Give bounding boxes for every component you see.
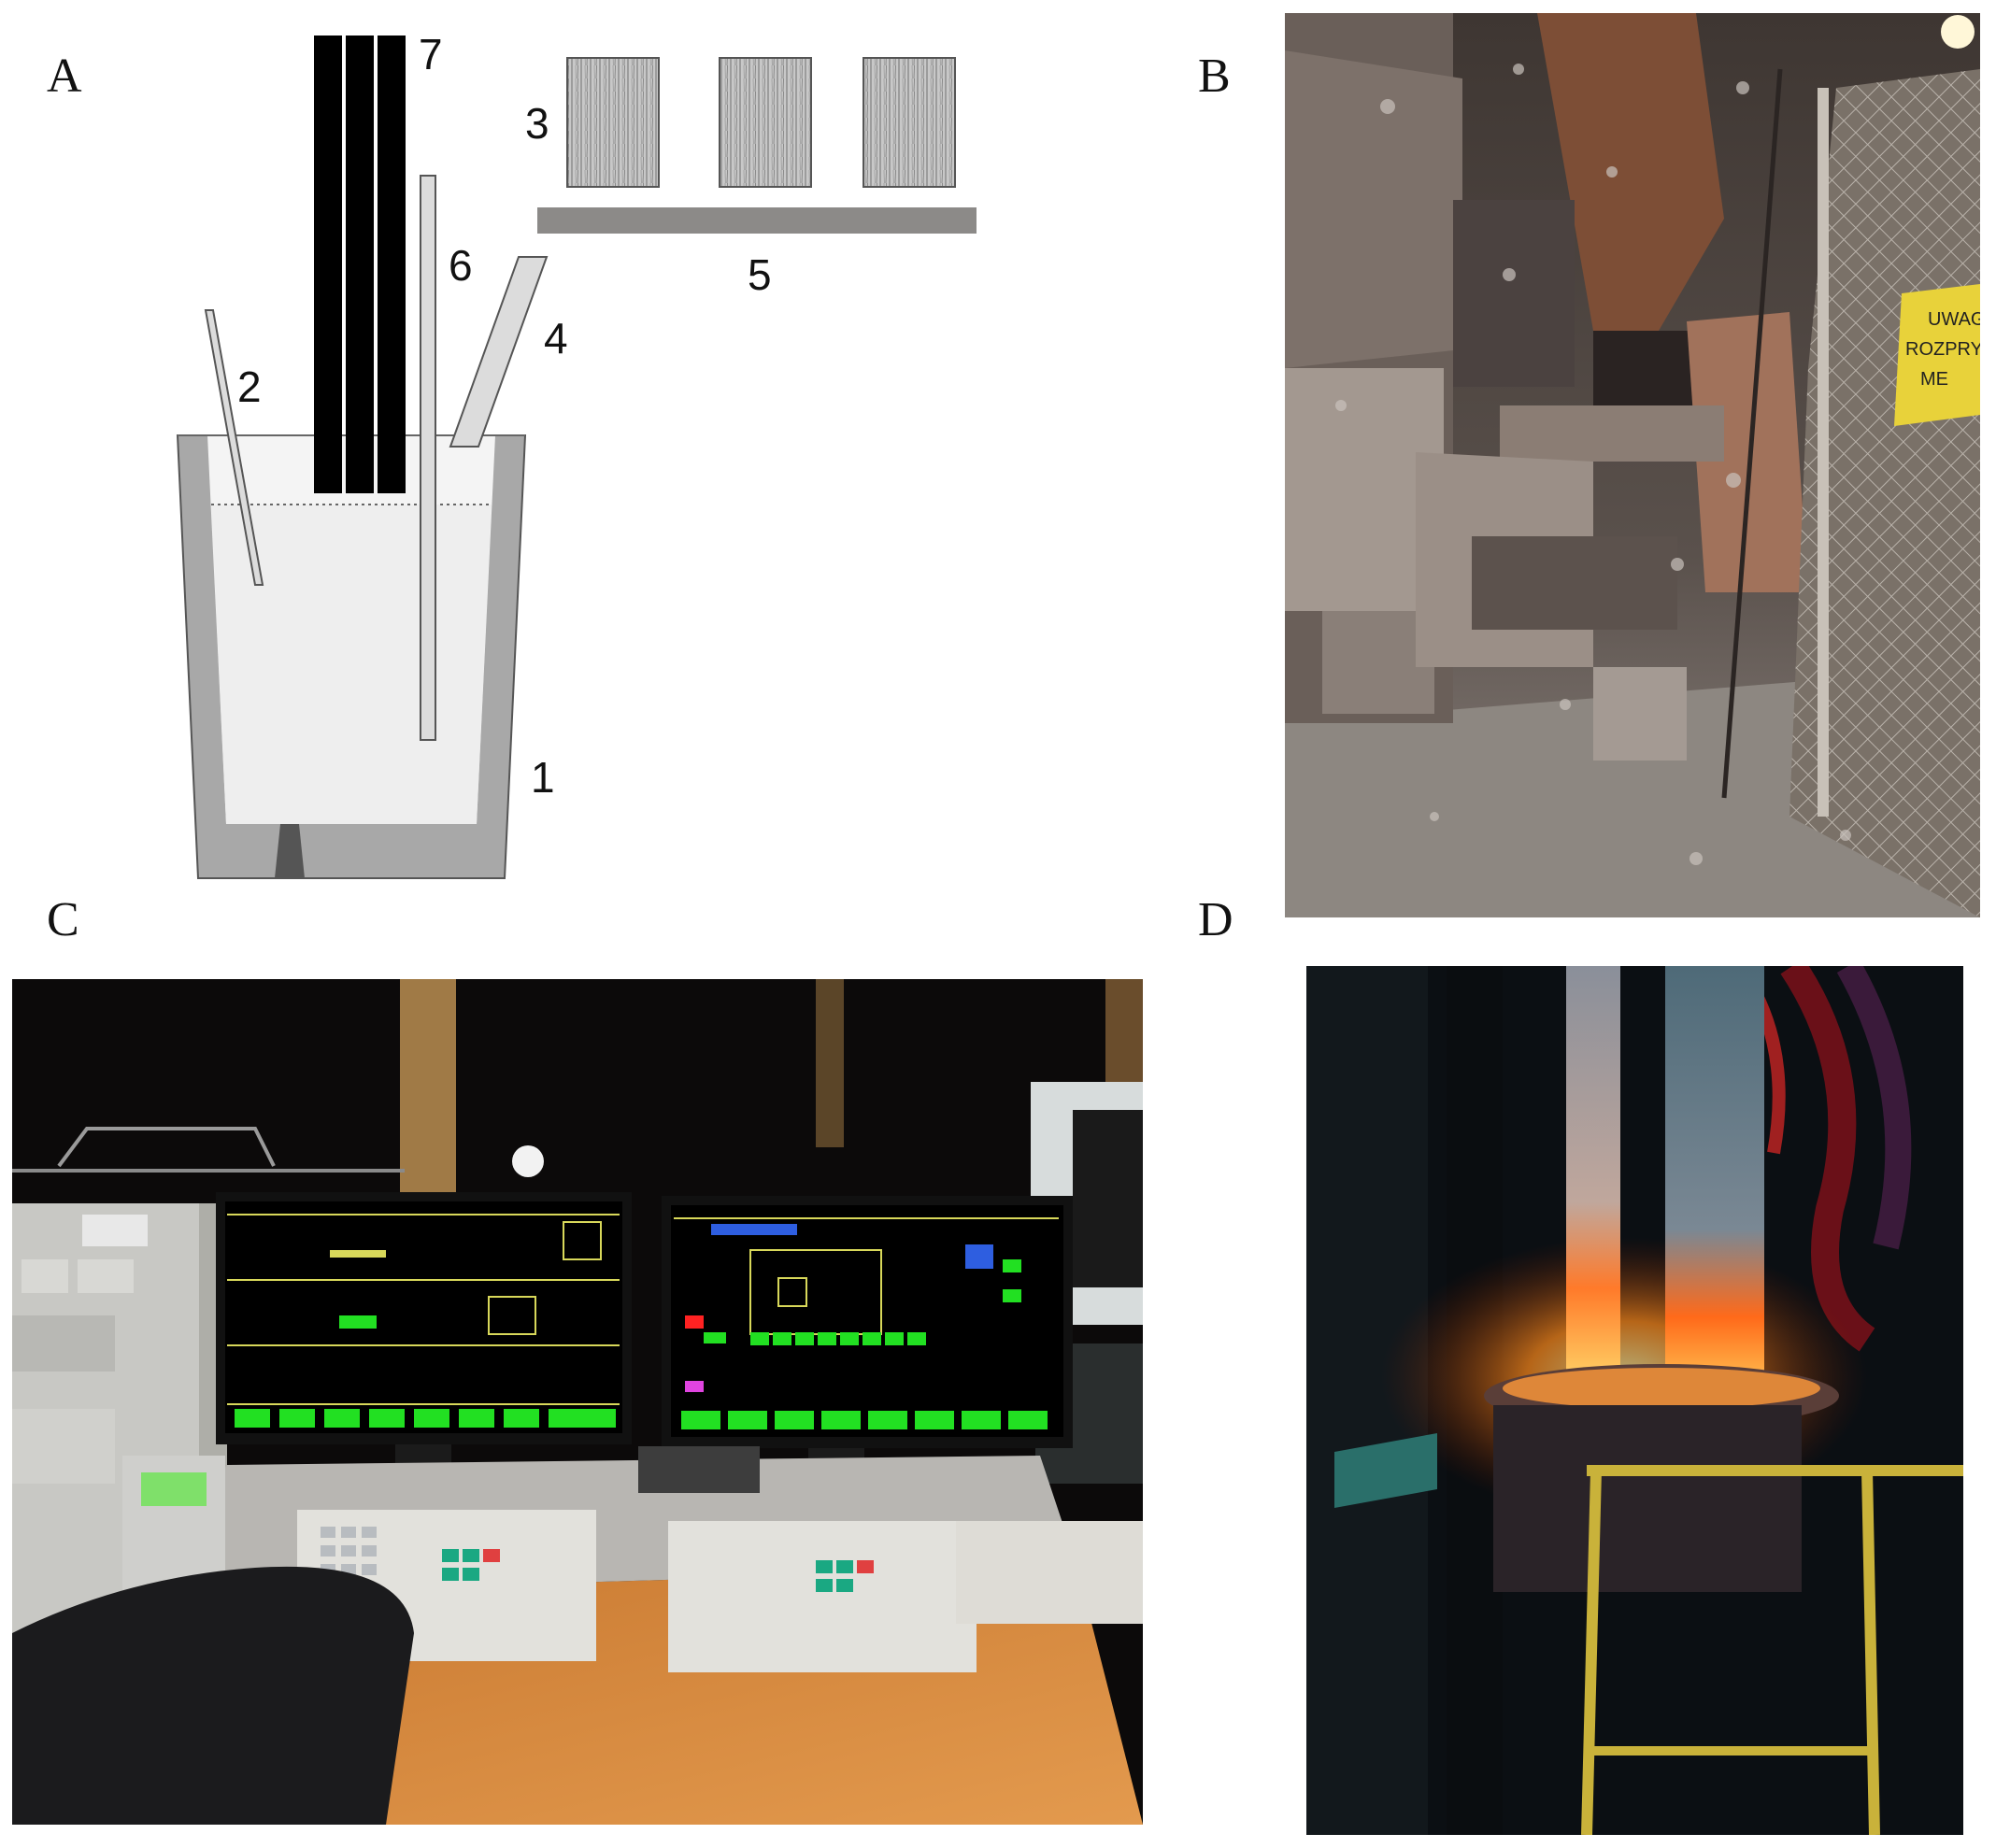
panel-label-b: B [1198, 50, 1231, 103]
conveyor [537, 207, 977, 234]
label-chute: 4 [544, 314, 568, 362]
label-ladle: 1 [531, 753, 555, 802]
label-lance: 6 [449, 241, 473, 290]
alloy-bins [566, 57, 956, 188]
label-alloy-bins: 3 [525, 99, 549, 148]
panel-label-a: A [47, 50, 82, 103]
chute [449, 256, 549, 448]
warning-sign-line-2: ROZPRY [1905, 339, 1980, 360]
label-conveyor: 5 [748, 250, 772, 299]
monitor-left [216, 1192, 632, 1482]
photo-glowing-electrodes [1306, 966, 1963, 1835]
panel-label-c: C [47, 893, 79, 946]
monitor-right [662, 1196, 1073, 1486]
ladle-furnace-schematic: 1 2 3 4 5 6 7 [176, 30, 977, 879]
ladle [176, 434, 527, 879]
label-electrodes: 7 [419, 30, 443, 78]
photo-furnace-area: UWAG ROZPRY ME [1285, 13, 1980, 917]
label-thermocouple: 2 [237, 362, 262, 411]
lance [420, 175, 436, 741]
thermocouple [204, 309, 264, 586]
panel-label-d: D [1198, 893, 1233, 946]
electrodes [314, 36, 406, 493]
warning-sign: UWAG ROZPRY ME [1894, 284, 1980, 426]
photo-control-room [12, 979, 1143, 1825]
warning-sign-line-3: ME [1920, 369, 1948, 390]
warning-sign-line-1: UWAG [1928, 309, 1980, 330]
